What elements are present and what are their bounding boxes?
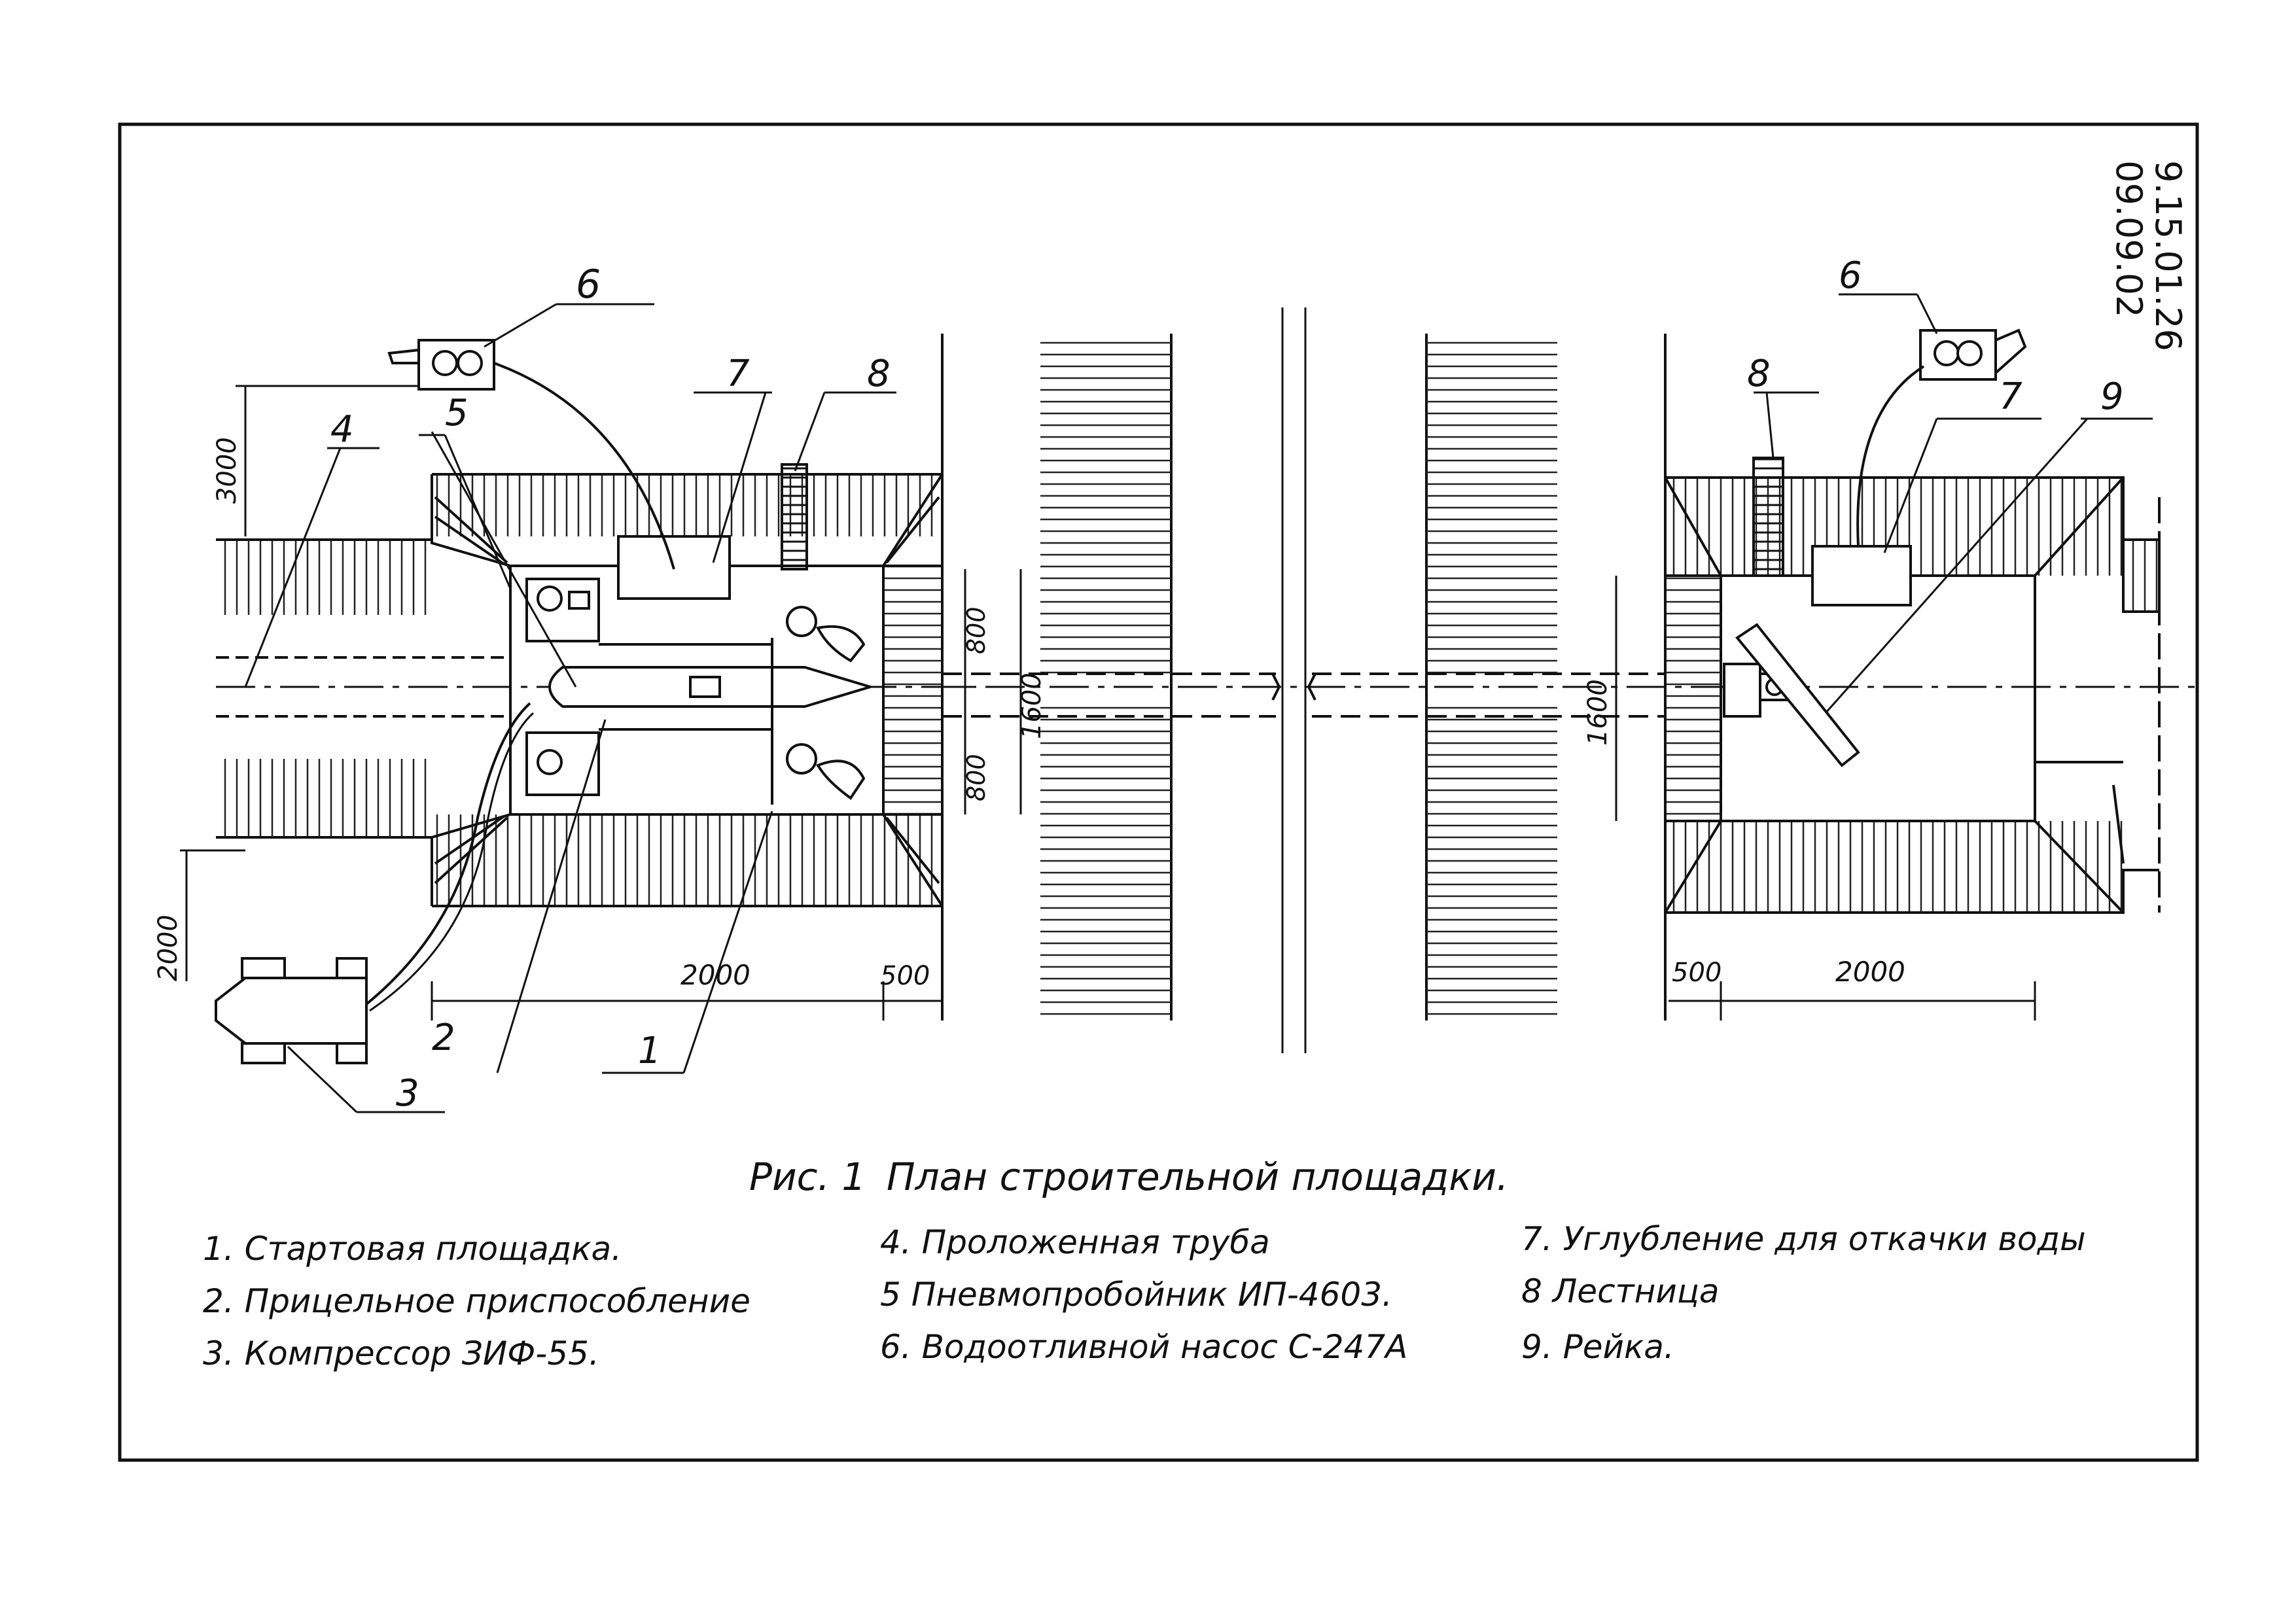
rail <box>1735 623 1860 767</box>
figure-label: Рис. 1 <box>749 1155 866 1199</box>
callout-3: 3 <box>396 1072 419 1115</box>
legend-item-3: 3. Компрессор ЗИФ-55. <box>203 1335 599 1372</box>
pump-left <box>387 339 495 391</box>
callout-8-right: 8 <box>1747 353 1771 395</box>
legend-item-8: 8 Лестница <box>1521 1272 1720 1310</box>
start-pit <box>216 473 944 907</box>
dim-2000-right: 2000 <box>1835 956 1905 988</box>
receiving-block <box>1723 663 1761 718</box>
hose-compressor <box>365 702 531 1005</box>
callout-2: 2 <box>432 1017 455 1059</box>
callout-8-left: 8 <box>867 353 891 395</box>
figure-title: План строительной площадки. <box>887 1155 1509 1199</box>
dim-2000-left: 2000 <box>680 959 751 991</box>
legend-item-4: 4. Проложенная труба <box>880 1223 1270 1261</box>
dim-800-bottom: 800 <box>962 754 991 801</box>
callout-9: 9 <box>2100 375 2124 418</box>
callout-7-right: 7 <box>1999 375 2022 418</box>
legend-item-2: 2. Прицельное приспособление <box>203 1282 751 1320</box>
ladder-right <box>1752 457 1784 577</box>
legend-item-1: 1. Стартовая площадка. <box>203 1230 622 1268</box>
hose-compressor-2 <box>369 712 534 1012</box>
dim-500-right: 500 <box>1672 958 1722 988</box>
pump-right <box>1919 328 2027 381</box>
dimension-lines <box>180 385 2036 1021</box>
hose-left-pump <box>493 362 675 570</box>
drawing-frame <box>118 122 2199 1462</box>
doc-number-line1: 9.15.01.26 <box>2147 160 2189 351</box>
callout-4: 4 <box>330 408 354 451</box>
aiming-device <box>525 578 773 805</box>
doc-number-line2: 09.09.02 <box>2108 160 2149 318</box>
labels: 6 5 7 8 4 2 1 3 6 8 7 9 3000 2000 2000 5… <box>153 254 2124 1115</box>
callout-1: 1 <box>638 1030 662 1072</box>
callout-6-left: 6 <box>576 262 601 307</box>
legend-item-5: 5 Пневмопробойник ИП-4603. <box>880 1276 1392 1314</box>
dim-1600-left: 1600 <box>1017 672 1047 739</box>
dim-800-top: 800 <box>962 606 991 654</box>
callout-5: 5 <box>445 392 468 434</box>
ladder-left <box>781 463 808 570</box>
support-blocks <box>786 606 866 800</box>
laid-pipe <box>216 656 2199 718</box>
road-section <box>941 307 1667 1053</box>
dim-500-left: 500 <box>880 961 930 991</box>
compressor <box>215 957 368 1064</box>
pneumatic-piercer <box>548 666 875 708</box>
sump-right <box>1811 545 1912 606</box>
dim-3000: 3000 <box>212 437 242 504</box>
legend-item-7: 7. Углубление для откачки воды <box>1521 1220 2086 1258</box>
leader-lines <box>244 293 2153 1113</box>
callout-6-right: 6 <box>1839 254 1862 297</box>
legend-item-6: 6. Водоотливной насос С-247А <box>880 1328 1408 1366</box>
hose-right-pump <box>1856 365 1925 547</box>
dim-1600-right: 1600 <box>1583 679 1613 746</box>
legend-item-9: 9. Рейка. <box>1521 1328 1674 1366</box>
dim-2000-vertical: 2000 <box>153 915 183 981</box>
callout-7-left: 7 <box>726 353 750 395</box>
